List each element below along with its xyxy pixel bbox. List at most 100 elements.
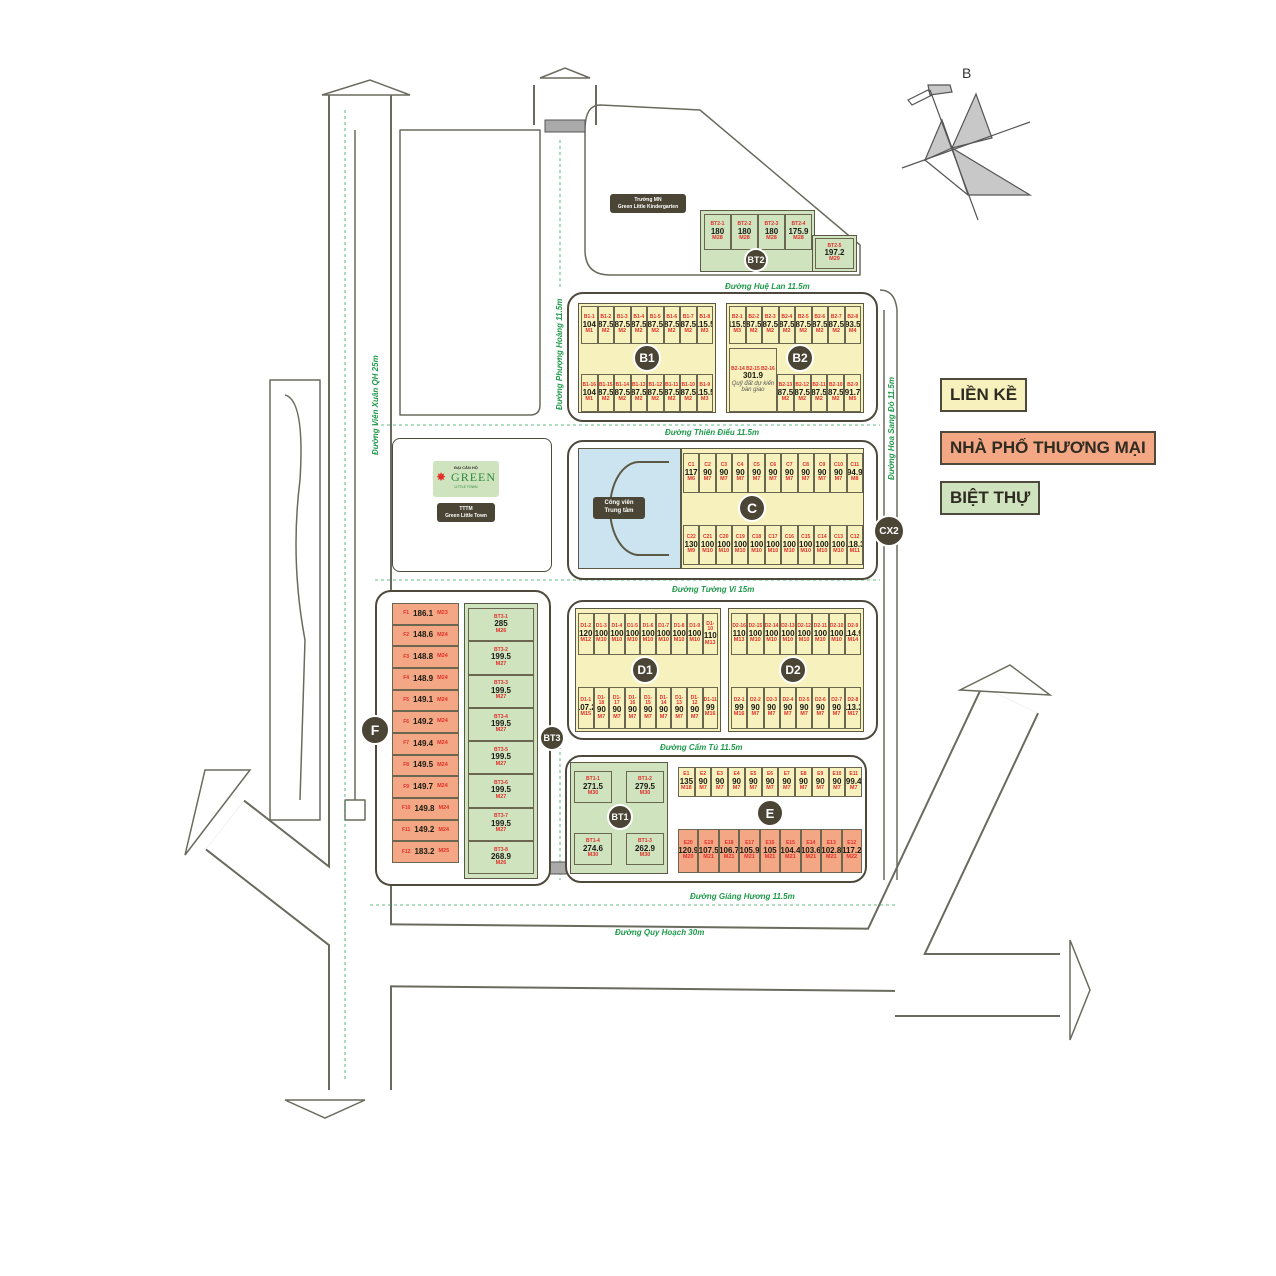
lot[interactable]: D2-9114.9M14 bbox=[844, 613, 861, 655]
lot[interactable]: B1-8115.5M3 bbox=[696, 306, 713, 344]
lot[interactable]: D2-8113.3M17 bbox=[844, 687, 861, 729]
lot[interactable]: D1-1107.2M15 bbox=[578, 687, 594, 729]
lot[interactable]: B1-9115.5M3 bbox=[696, 374, 713, 412]
lot[interactable]: C12118.3M11 bbox=[846, 525, 863, 565]
